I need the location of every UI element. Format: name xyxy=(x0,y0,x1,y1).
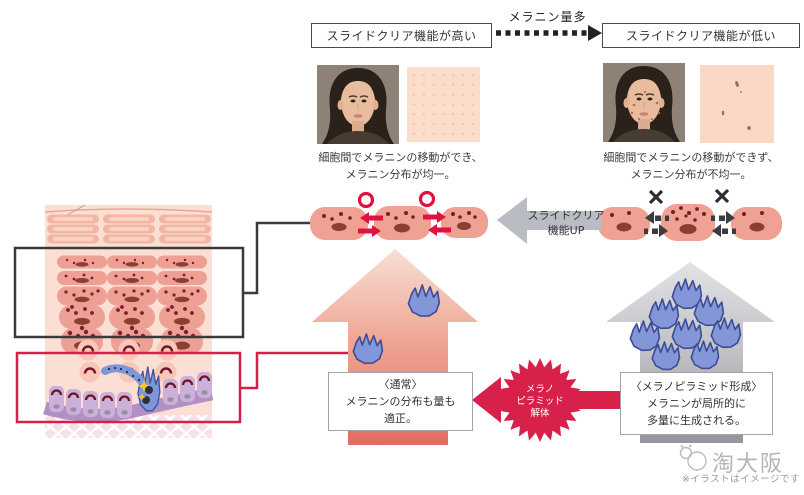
keratinocyte-layers xyxy=(57,255,207,354)
face-photo-clear-skin xyxy=(316,64,400,145)
result-box-normal: 〈通常〉 メラニンの分布も量も 適正。 xyxy=(328,372,473,431)
red-connector-line xyxy=(240,351,363,390)
svg-text:機能UP: 機能UP xyxy=(548,223,585,237)
label-text: スライドクリア機能が低い xyxy=(625,29,776,43)
melano-pyramid-dissolve: メラノ ピラミッド 解体 xyxy=(472,358,622,442)
slide-clear-up-arrow: スライドクリア 機能UP xyxy=(497,197,605,244)
svg-text:スライドクリア: スライドクリア xyxy=(528,209,605,222)
caption-line: メラニン分布が不均一。 xyxy=(630,168,752,181)
red-transfer-arrows xyxy=(358,211,451,237)
result-line: 〈通常〉 xyxy=(378,378,423,391)
face-photo-spotted-skin xyxy=(602,62,686,143)
melanosome-bomb-icon xyxy=(142,396,150,404)
melanocyte-icon xyxy=(352,333,384,365)
caption-even-distribution: 細胞間でメラニンの移動ができ、 メラニン分布が均一。 xyxy=(308,149,493,183)
starburst-badge xyxy=(498,358,582,442)
basal-cell-row xyxy=(49,372,212,418)
melanocyte-cell xyxy=(101,364,161,412)
melanin-amount-label: メラニン量多 xyxy=(508,10,587,24)
stratum-corneum-layer xyxy=(47,214,211,244)
watermark-mascot-icon xyxy=(679,444,707,471)
blocked-x-icon xyxy=(648,188,730,205)
melanosome-bomb-icon xyxy=(145,386,153,394)
dark-blocked-arrows xyxy=(644,211,736,237)
result-line: 〈メラノピラミッド形成〉 xyxy=(630,380,763,393)
result-box-pyramid-formation: 〈メラノピラミッド形成〉 メラニンが局所的に 多量に生成される。 xyxy=(620,372,773,435)
black-connector-line xyxy=(243,221,311,295)
label-box-slide-clear-high: スライドクリア機能が高い xyxy=(311,23,492,48)
open-channel-icon xyxy=(418,190,436,208)
svg-text:メラノ: メラノ xyxy=(526,384,554,395)
swatch-even-melanin xyxy=(407,67,480,142)
illustration-disclaimer: ※イラストはイメージです xyxy=(681,474,800,485)
label-box-slide-clear-low: スライドクリア機能が低い xyxy=(602,23,800,48)
svg-text:ピラミッド: ピラミッド xyxy=(516,396,564,407)
result-line: 適正。 xyxy=(384,412,417,425)
watermark-logo: 淘大阪 xyxy=(712,452,785,477)
caption-line: 細胞間でメラニンの移動ができ、 xyxy=(318,151,483,164)
skin-cross-section xyxy=(43,204,214,438)
caption-line: 細胞間でメラニンの移動ができず、 xyxy=(603,151,779,164)
spark-icon xyxy=(138,393,146,401)
label-text: スライドクリア機能が高い xyxy=(326,29,477,43)
result-line: メラニンが局所的に xyxy=(647,397,746,410)
open-channel-icon xyxy=(357,191,375,209)
caption-uneven-distribution: 細胞間でメラニンの移動ができず、 メラニン分布が不均一。 xyxy=(596,149,786,183)
svg-text:解体: 解体 xyxy=(530,407,550,419)
result-line: メラニンの分布も量も xyxy=(345,395,456,408)
cells-melanin-blocked xyxy=(598,188,782,241)
result-line: 多量に生成される。 xyxy=(647,414,746,427)
swatch-uneven-melanin xyxy=(700,65,774,143)
spark-icon xyxy=(138,380,150,392)
dotted-arrow-melanin-increase xyxy=(496,25,602,41)
dermis-lattice xyxy=(45,415,212,438)
melanocyte-icon xyxy=(407,284,441,317)
cells-melanin-sliding xyxy=(310,190,488,240)
caption-line: メラニン分布が均一。 xyxy=(345,168,456,181)
melanocyte-pyramid-cluster xyxy=(629,278,742,371)
